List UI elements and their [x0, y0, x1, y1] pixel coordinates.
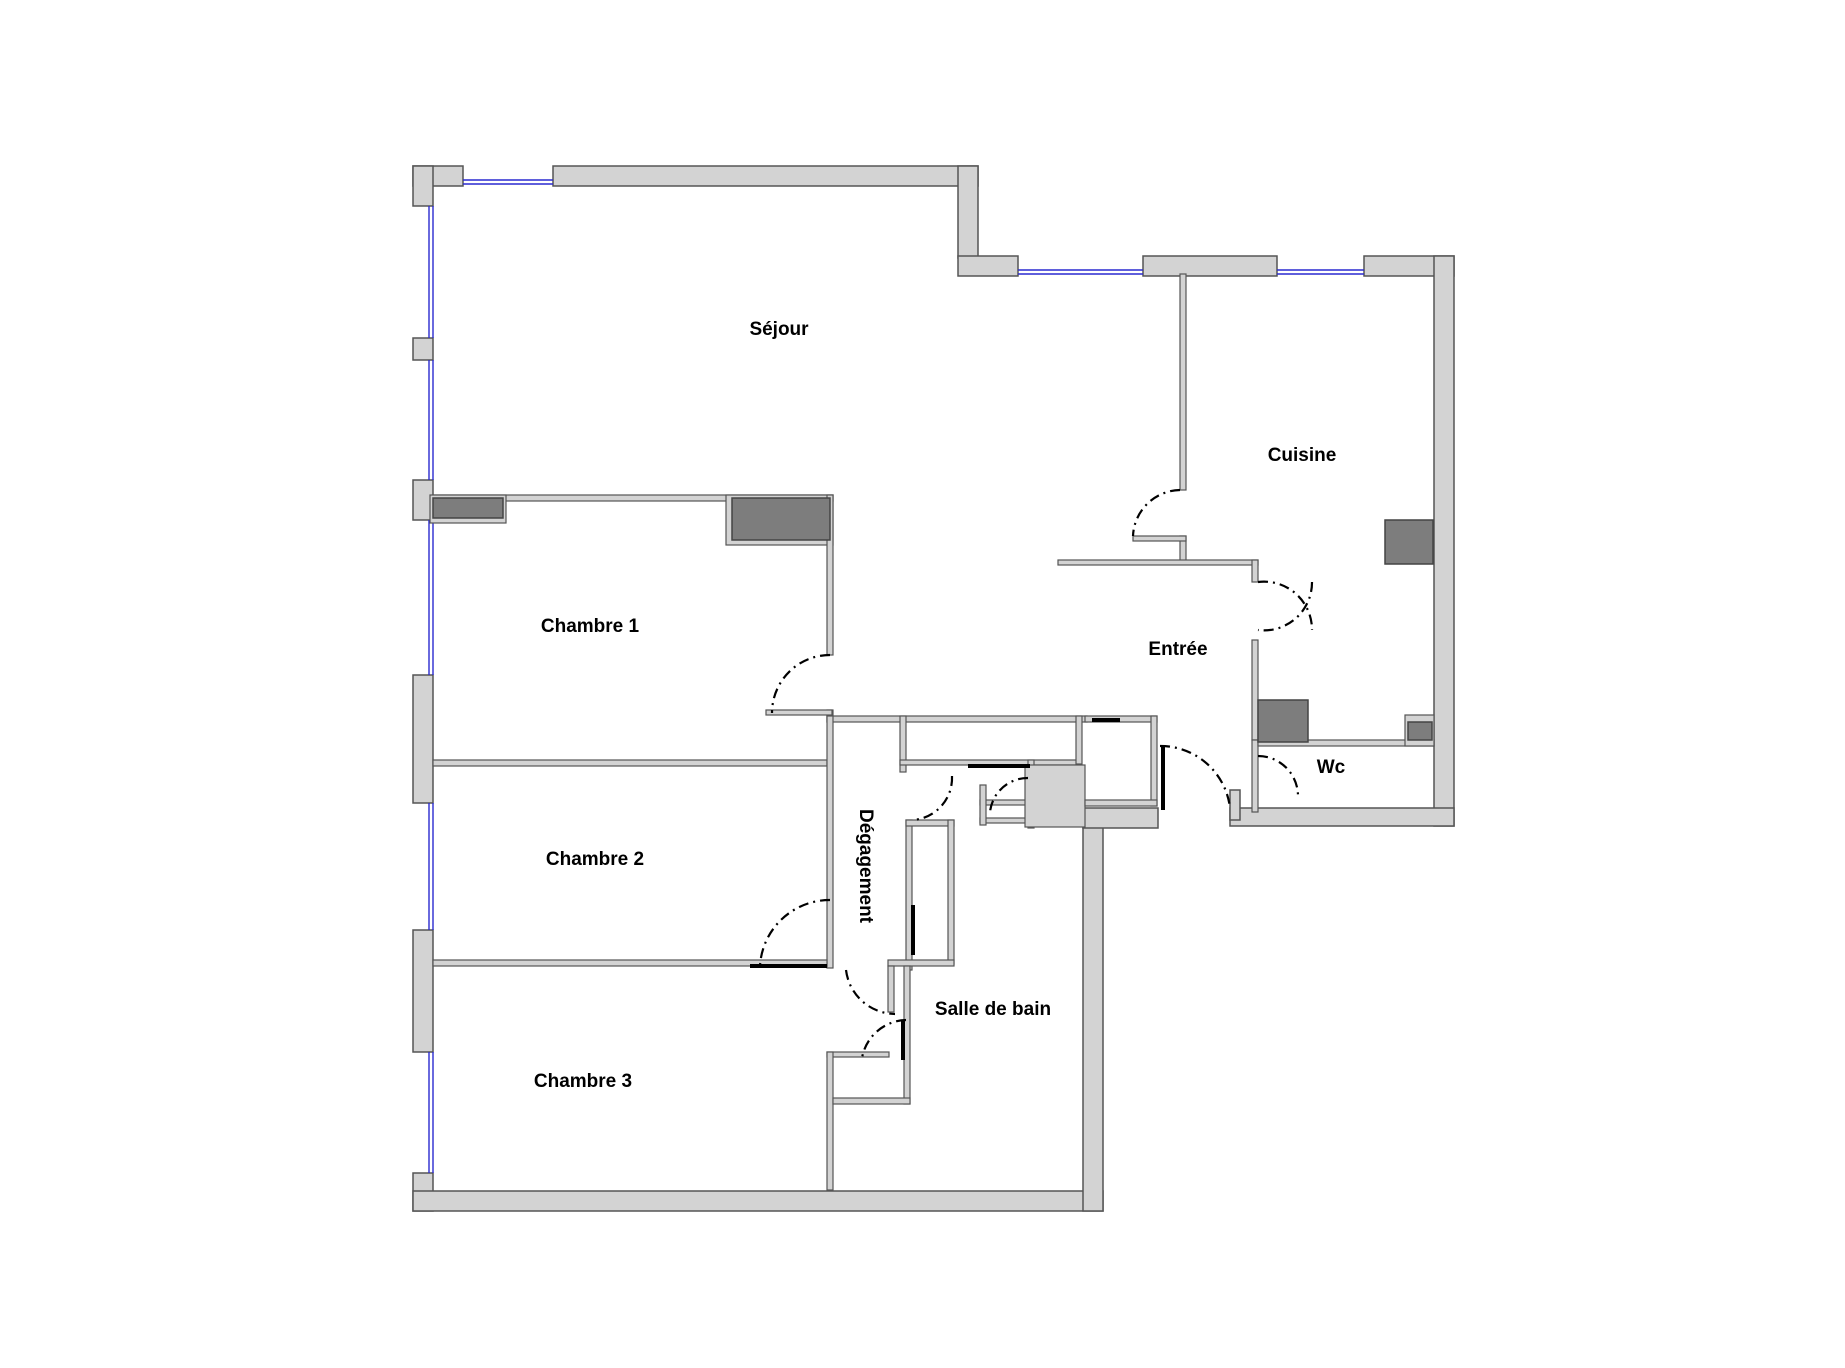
room-label-wc: Wc — [1317, 757, 1346, 778]
room-label-chambre-2: Chambre 2 — [546, 849, 644, 870]
room-label-chambre-1: Chambre 1 — [541, 616, 640, 637]
door-swings — [758, 488, 1314, 1059]
room-label-cuisine: Cuisine — [1268, 445, 1337, 466]
room-label-sejour: Séjour — [749, 319, 809, 340]
windows — [428, 179, 1364, 1173]
room-label-entree: Entrée — [1148, 639, 1207, 660]
room-labels: Séjour Cuisine Chambre 1 Entrée Wc Chamb… — [534, 319, 1346, 1092]
ducts — [432, 497, 1434, 743]
room-label-chambre-3: Chambre 3 — [534, 1071, 632, 1092]
room-label-salle-de-bain: Salle de bain — [935, 999, 1051, 1020]
room-label-degagement: Dégagement — [855, 809, 876, 924]
exterior-walls — [412, 165, 1455, 1212]
sliding-doors — [750, 718, 1165, 1060]
